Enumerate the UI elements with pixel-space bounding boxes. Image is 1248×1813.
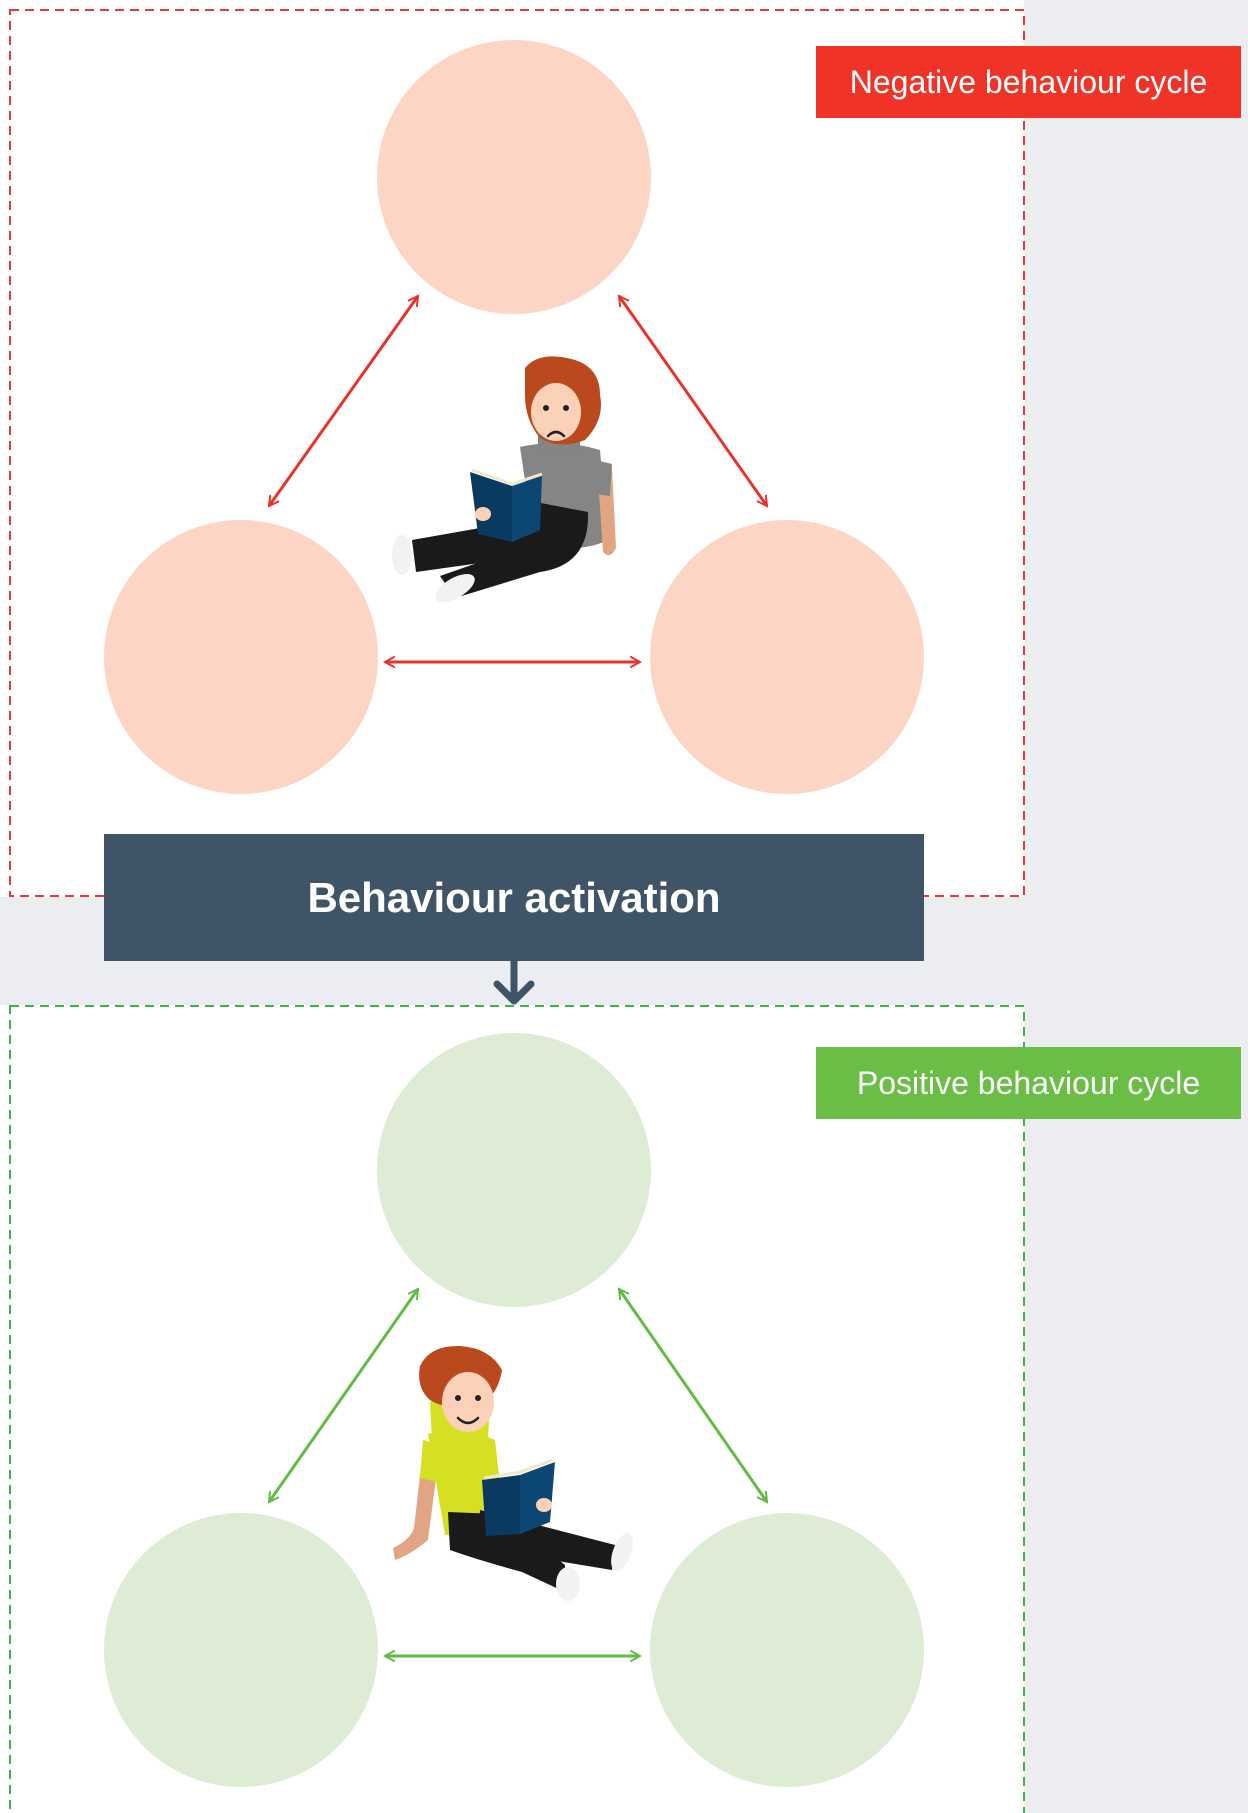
positive-top-node — [377, 1033, 651, 1307]
positive-right-node — [650, 1513, 924, 1787]
negative-top-node — [377, 40, 651, 314]
arrow-pos-top-left — [267, 1289, 420, 1502]
negative-left-node — [104, 520, 378, 794]
positive-cycle-border — [9, 1005, 1025, 1813]
positive-left-node — [104, 1513, 378, 1787]
sad-person-reading-icon — [392, 356, 616, 602]
positive-cycle-label: Positive behaviour cycle — [816, 1047, 1241, 1119]
behaviour-activation-banner: Behaviour activation — [104, 834, 924, 961]
arrow-neg-top-left — [267, 296, 420, 506]
transition-arrow-head — [493, 980, 535, 1005]
arrow-pos-top-right — [617, 1289, 769, 1502]
negative-right-node — [650, 520, 924, 794]
book-icon — [470, 472, 512, 542]
arrow-neg-top-right — [617, 296, 769, 506]
negative-cycle-label: Negative behaviour cycle — [816, 46, 1241, 118]
book-icon — [482, 1475, 520, 1536]
happy-person-reading-icon — [393, 1345, 633, 1601]
